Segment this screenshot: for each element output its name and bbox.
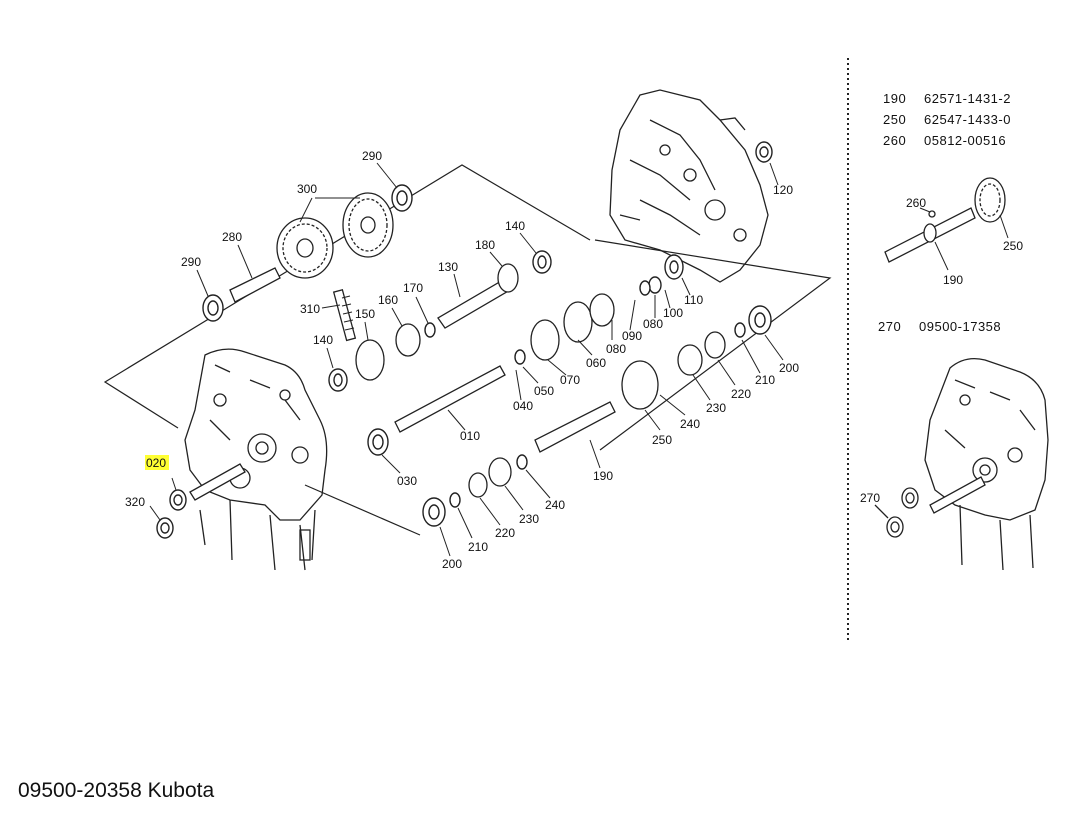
ref-part: 62547-1433-0 [924,112,1011,127]
part-label: 210 [468,540,488,554]
part-label: 080 [606,342,626,356]
inset-shaft-label: 250 [1003,239,1023,253]
page-caption: 09500-20358 Kubota [18,779,215,802]
left-transmission-case [184,348,328,571]
highlight-marker [145,455,169,470]
part-label: 130 [438,260,458,274]
right-transmission-case [609,89,769,283]
part-label: 290 [181,255,201,269]
inset-shaft-label: 260 [906,196,926,210]
part-label: 030 [397,474,417,488]
part-label-highlighted: 020 [146,456,166,470]
part-label: 100 [663,306,683,320]
part-labels: 290 300 280 290 310 150 160 170 130 180 … [125,149,799,571]
ref-part: 05812-00516 [924,133,1006,148]
inset-shaft-label: 190 [943,273,963,287]
part-label: 140 [505,219,525,233]
inset-shaft-assembly [884,177,1006,263]
ref-num: 250 [883,112,906,127]
part-label: 250 [652,433,672,447]
part-label: 220 [731,387,751,401]
ref-part: 62571-1431-2 [924,91,1011,106]
part-label: 160 [378,293,398,307]
part-label: 120 [773,183,793,197]
gears [276,192,726,498]
part-label: 290 [362,149,382,163]
part-label: 310 [300,302,320,316]
bearings [156,141,773,539]
inset-panel: 190 62571-1431-2 250 62547-1433-0 260 05… [860,91,1049,571]
inset-reference-table: 190 62571-1431-2 250 62547-1433-0 260 05… [883,91,1011,148]
ref-part: 09500-17358 [919,319,1001,334]
inset-case-label: 270 [860,491,880,505]
part-label: 220 [495,526,515,540]
assembly-frame-lines [103,58,849,640]
part-label: 320 [125,495,145,509]
part-label: 060 [586,356,606,370]
part-label: 230 [706,401,726,415]
chain [332,289,357,342]
part-label: 080 [643,317,663,331]
part-label: 240 [545,498,565,512]
ref-num: 270 [878,319,901,334]
part-label: 170 [403,281,423,295]
ref-num: 190 [883,91,906,106]
part-label: 200 [442,557,462,571]
ref-num: 260 [883,133,906,148]
part-label: 190 [593,469,613,483]
shafts [189,267,616,501]
part-label: 140 [313,333,333,347]
part-label: 010 [460,429,480,443]
part-label: 300 [297,182,317,196]
part-label: 180 [475,238,495,252]
part-label: 110 [684,293,703,307]
part-label: 070 [560,373,580,387]
leader-lines [149,162,784,557]
part-label: 280 [222,230,242,244]
part-label: 240 [680,417,700,431]
part-label: 230 [519,512,539,526]
part-label: 050 [534,384,554,398]
inset-leader-lines [919,207,1009,271]
inset-transmission-case [874,357,1049,571]
part-label: 200 [779,361,799,375]
part-label: 090 [622,329,642,343]
part-label: 040 [513,399,533,413]
part-label: 150 [355,307,375,321]
part-label: 210 [755,373,775,387]
